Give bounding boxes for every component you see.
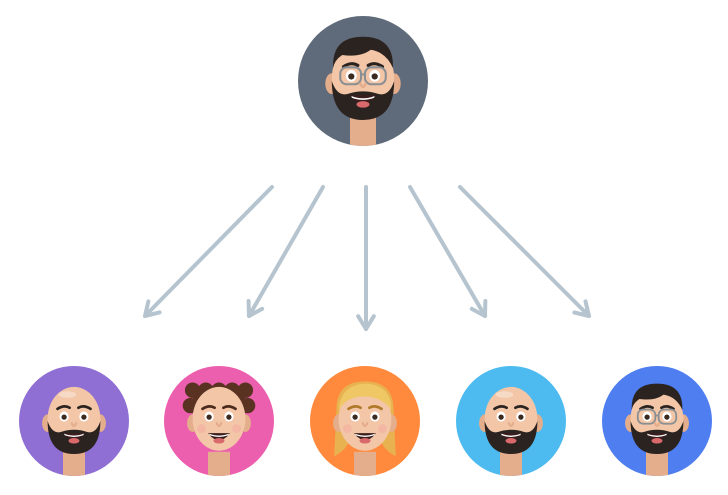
glasses-lens-left [339,66,363,86]
glasses-lens-right [363,66,387,86]
tongue [359,438,371,444]
child-avatar-5 [602,366,712,476]
teeth [501,433,521,437]
arrow-shaft [408,185,487,318]
pupil-right [664,414,670,420]
arrow-head [572,299,591,318]
glasses-lens-left [636,408,657,425]
arrow-to-child-2 [246,185,325,318]
tongue [651,438,663,444]
pupil-left [644,414,650,420]
pupil-right [371,73,378,80]
tongue [505,438,517,444]
teeth [355,433,375,437]
head-shine [58,391,77,398]
cheek-right [232,424,241,434]
eyebrow-right [77,405,92,411]
nose [215,422,223,427]
neck [208,451,230,476]
nose [507,422,515,427]
cheek-left [343,424,352,434]
neck [646,451,668,476]
eyebrow-right [660,405,675,411]
eyebrow-left [341,62,360,69]
neck [500,451,522,476]
arrow-head [143,299,162,318]
arrow-head [469,299,488,318]
head [192,386,246,451]
neck [350,117,376,146]
hair-top [338,383,392,410]
tongue [68,438,80,444]
nose [70,422,78,427]
nose [359,82,367,89]
eyebrow-left [639,405,654,411]
eyebrow-left [493,405,508,411]
eyebrow-right [366,62,385,69]
teeth [209,433,229,437]
root-avatar [298,16,428,146]
eyebrow-right [222,405,237,411]
head-shine [495,391,514,398]
arrow-to-child-5 [458,185,591,318]
pupil-right [518,414,524,420]
pupil-left [61,414,67,420]
tongue [356,101,370,108]
arrow-shaft [143,185,274,318]
neck [354,451,376,476]
pupil-right [81,414,87,420]
glasses-lens-right [657,408,678,425]
pupil-right [372,414,378,420]
pupil-left [498,414,504,420]
pupil-right [226,414,232,420]
arrow-head [246,299,265,318]
child-avatar-1 [19,366,129,476]
nose [653,422,661,427]
hair-top [333,36,393,68]
arrow-to-child-1 [143,185,274,318]
arrow-shaft [247,185,325,318]
neck [63,451,85,476]
teeth [647,433,667,437]
child-avatar-3 [310,366,420,476]
arrow-to-child-3 [356,185,376,331]
arrow-head [356,314,376,331]
eyebrow-left [56,405,71,411]
eyebrow-left [347,405,362,411]
cheek-right [378,424,387,434]
child-avatar-2 [164,366,274,476]
arrow-to-child-4 [408,185,488,318]
pupil-left [348,73,355,80]
teeth [351,95,375,100]
child-avatar-4 [456,366,566,476]
tongue [213,438,225,444]
arrow-shaft [458,185,591,318]
eyebrow-right [368,405,383,411]
eyebrow-right [514,405,529,411]
teeth [64,433,84,437]
eyebrow-left [201,405,216,411]
head [338,386,392,451]
pupil-left [206,414,212,420]
pupil-left [352,414,358,420]
hair-top [631,383,683,410]
nose [361,422,369,427]
curl [237,382,254,398]
cheek-left [197,424,206,434]
